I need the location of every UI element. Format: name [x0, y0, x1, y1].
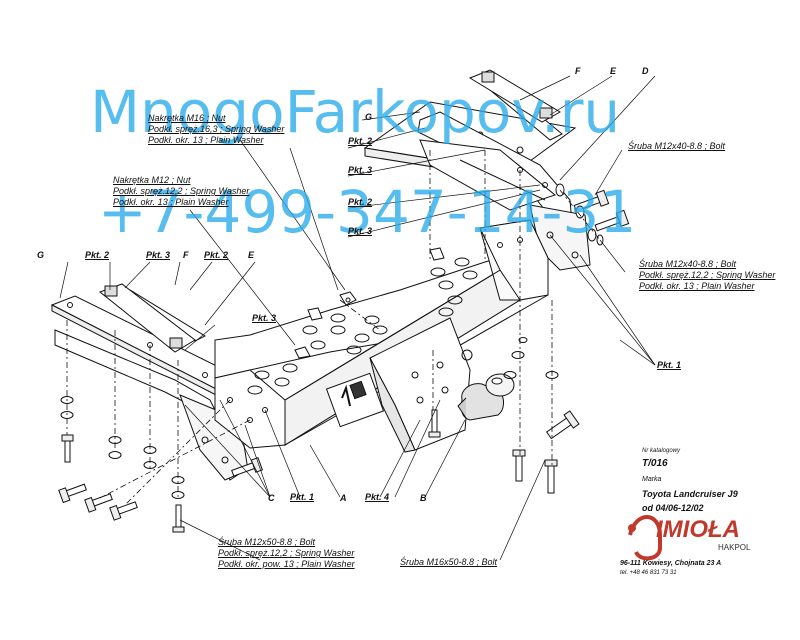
callout-bolt-m16x50: Śruba M16x50-8.8 ; Bolt	[400, 557, 498, 567]
electrical-socket-plate	[325, 372, 385, 428]
part-letter-f-left: F	[183, 250, 189, 260]
callout-bolt-m12x40-top: Śruba M12x40-8.8 ; Bolt	[628, 141, 726, 151]
part-letter-g-top: G	[365, 112, 373, 122]
leader-lines	[59, 75, 656, 561]
part-letter-f-top: F	[575, 66, 581, 76]
imiola-logo-icon	[628, 515, 662, 561]
company-logo-text: IMIOŁA	[656, 516, 740, 543]
pkt-label: Pkt. 3	[146, 250, 171, 260]
part-letter-d: D	[642, 66, 649, 76]
pkt-label: Pkt. 3	[252, 313, 277, 323]
pkt-label: Pkt. 2	[204, 250, 229, 260]
pkt-label: Pkt. 1	[657, 360, 682, 370]
watermark-phone: +7-499-347-14-31	[98, 178, 637, 246]
pkt-label: Pkt. 3	[348, 226, 373, 236]
callout-nut-m16: Nakrętka M16 ; Nut Podkł. spręż.16,3 ; S…	[148, 113, 285, 145]
bracket-g-left	[50, 295, 247, 399]
part-letter-e-left: E	[248, 250, 255, 260]
catalog-label: Nr katalogowy	[642, 448, 681, 454]
tow-ball	[457, 373, 515, 421]
ball-mount-b	[369, 317, 473, 453]
assembly-axes	[66, 150, 601, 506]
pkt-label: Pkt. 1	[290, 492, 315, 502]
pkt-label: Pkt. 2	[348, 136, 373, 146]
vehicle-model: Toyota Landcruiser J9	[642, 489, 738, 499]
part-letter-g-left: G	[37, 250, 45, 260]
part-letter-b: B	[420, 493, 427, 503]
company-address: 96-111 Kowiesy, Chojnata 23 A	[620, 560, 722, 567]
bracket-e-left	[98, 283, 196, 353]
pkt-label: Pkt. 3	[348, 165, 373, 175]
part-letter-a: A	[340, 493, 347, 503]
callout-nut-m12: Nakrętka M12 ; Nut Podkł. spręż.12,2 ; S…	[113, 175, 250, 207]
watermark-site: MnogoFarkopov.ru	[90, 78, 621, 146]
catalog-number: T/016	[642, 458, 668, 469]
pkt-label: Pkt. 2	[348, 197, 373, 207]
company-phone: tel. +48 46 831 73 31	[620, 570, 677, 576]
part-letter-e-top: E	[610, 66, 617, 76]
side-plate-left	[214, 369, 286, 449]
callout-bolt-m12x50: Śruba M12x50-8.8 ; Bolt Podkł. spręż.12,…	[218, 537, 355, 569]
pkt-label: Pkt. 4	[365, 492, 390, 502]
bracket-e-top	[468, 69, 561, 123]
company-sub: HAKPOL	[718, 543, 751, 552]
callout-bolt-m12x40-right: Śruba M12x40-8.8 ; Bolt Podkł. spręż.12,…	[639, 259, 776, 291]
pkt-label: Pkt. 2	[85, 250, 110, 260]
part-letter-c: C	[268, 493, 275, 503]
production-dates: od 04/06-12/02	[642, 503, 704, 513]
brand-label: Marka	[642, 476, 662, 483]
